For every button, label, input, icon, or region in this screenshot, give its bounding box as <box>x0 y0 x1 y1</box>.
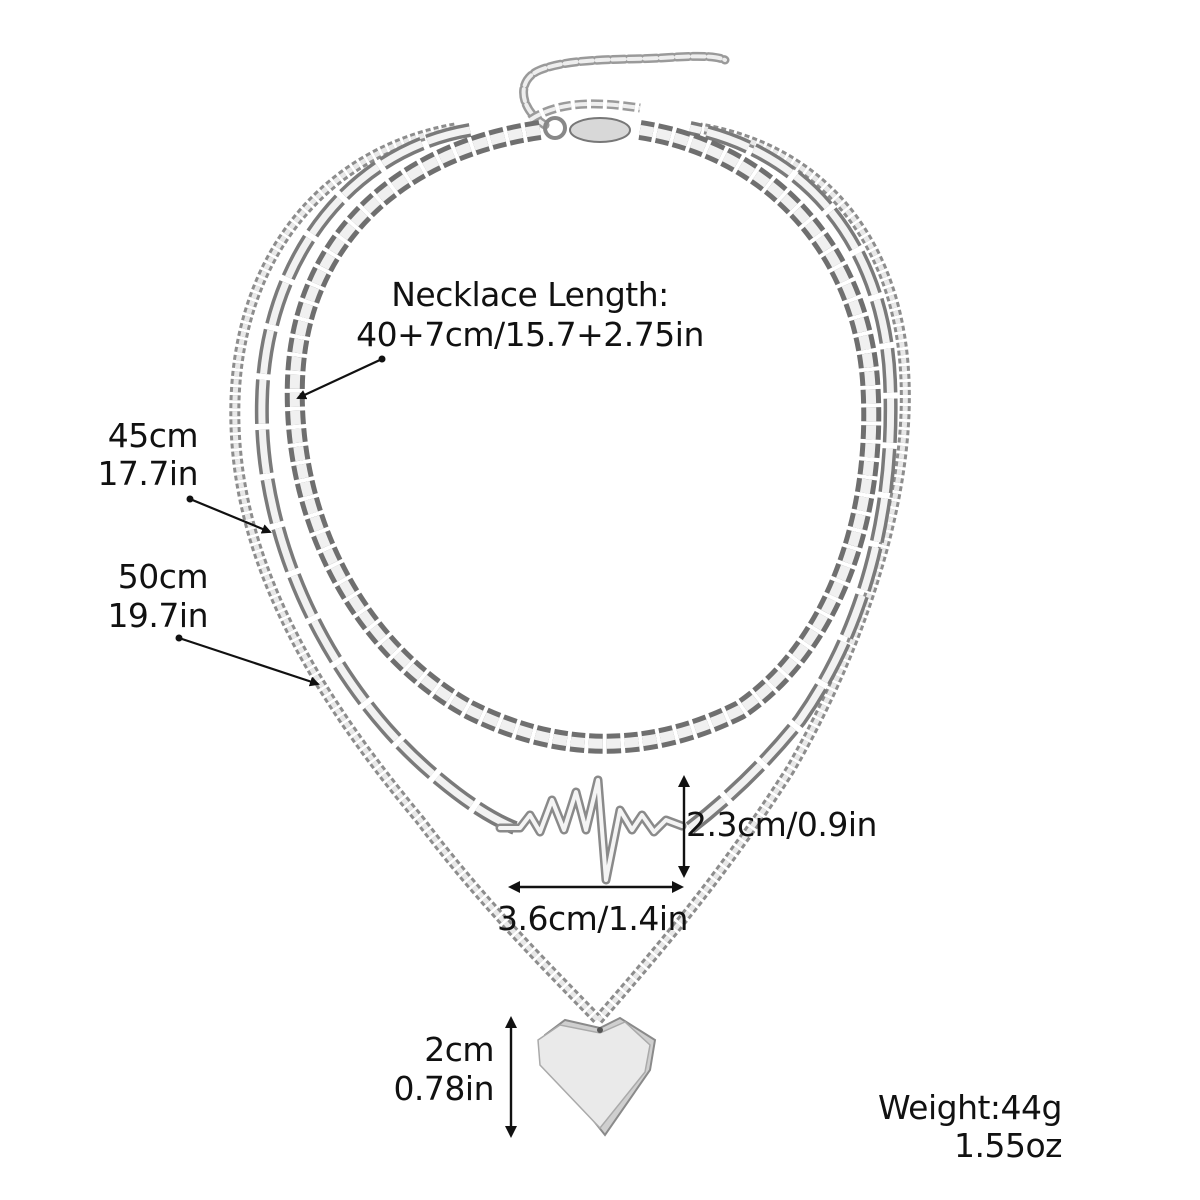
layer-45cm-label: 45cm <box>107 416 199 455</box>
heart-size-cm-label: 2cm <box>424 1030 494 1069</box>
heartbeat-width-label: 3.6cm/1.4in <box>497 899 688 938</box>
layer-50cm-inch-label: 19.7in <box>107 596 208 635</box>
layer-45cm-inch-label: 17.7in <box>97 454 198 493</box>
annotation-arrows <box>175 355 690 1138</box>
necklace-length-title: Necklace Length: <box>391 275 669 314</box>
chain-layer-50cm <box>229 122 911 1024</box>
necklace-length-value: 40+7cm/15.7+2.75in <box>356 315 704 354</box>
heart-size-inch-label: 0.78in <box>393 1069 494 1108</box>
weight-grams-label: Weight:44g <box>877 1088 1063 1127</box>
heartbeat-height-label: 2.3cm/0.9in <box>686 805 877 844</box>
chain-layer-45cm <box>254 121 898 835</box>
heart-pendant <box>537 1016 657 1137</box>
heartbeat-pendant <box>495 775 687 885</box>
weight-ounces-label: 1.55oz <box>954 1126 1063 1165</box>
extender-chain <box>519 51 730 143</box>
layer-50cm-label: 50cm <box>117 557 209 596</box>
chain-layer-40cm <box>284 120 882 754</box>
